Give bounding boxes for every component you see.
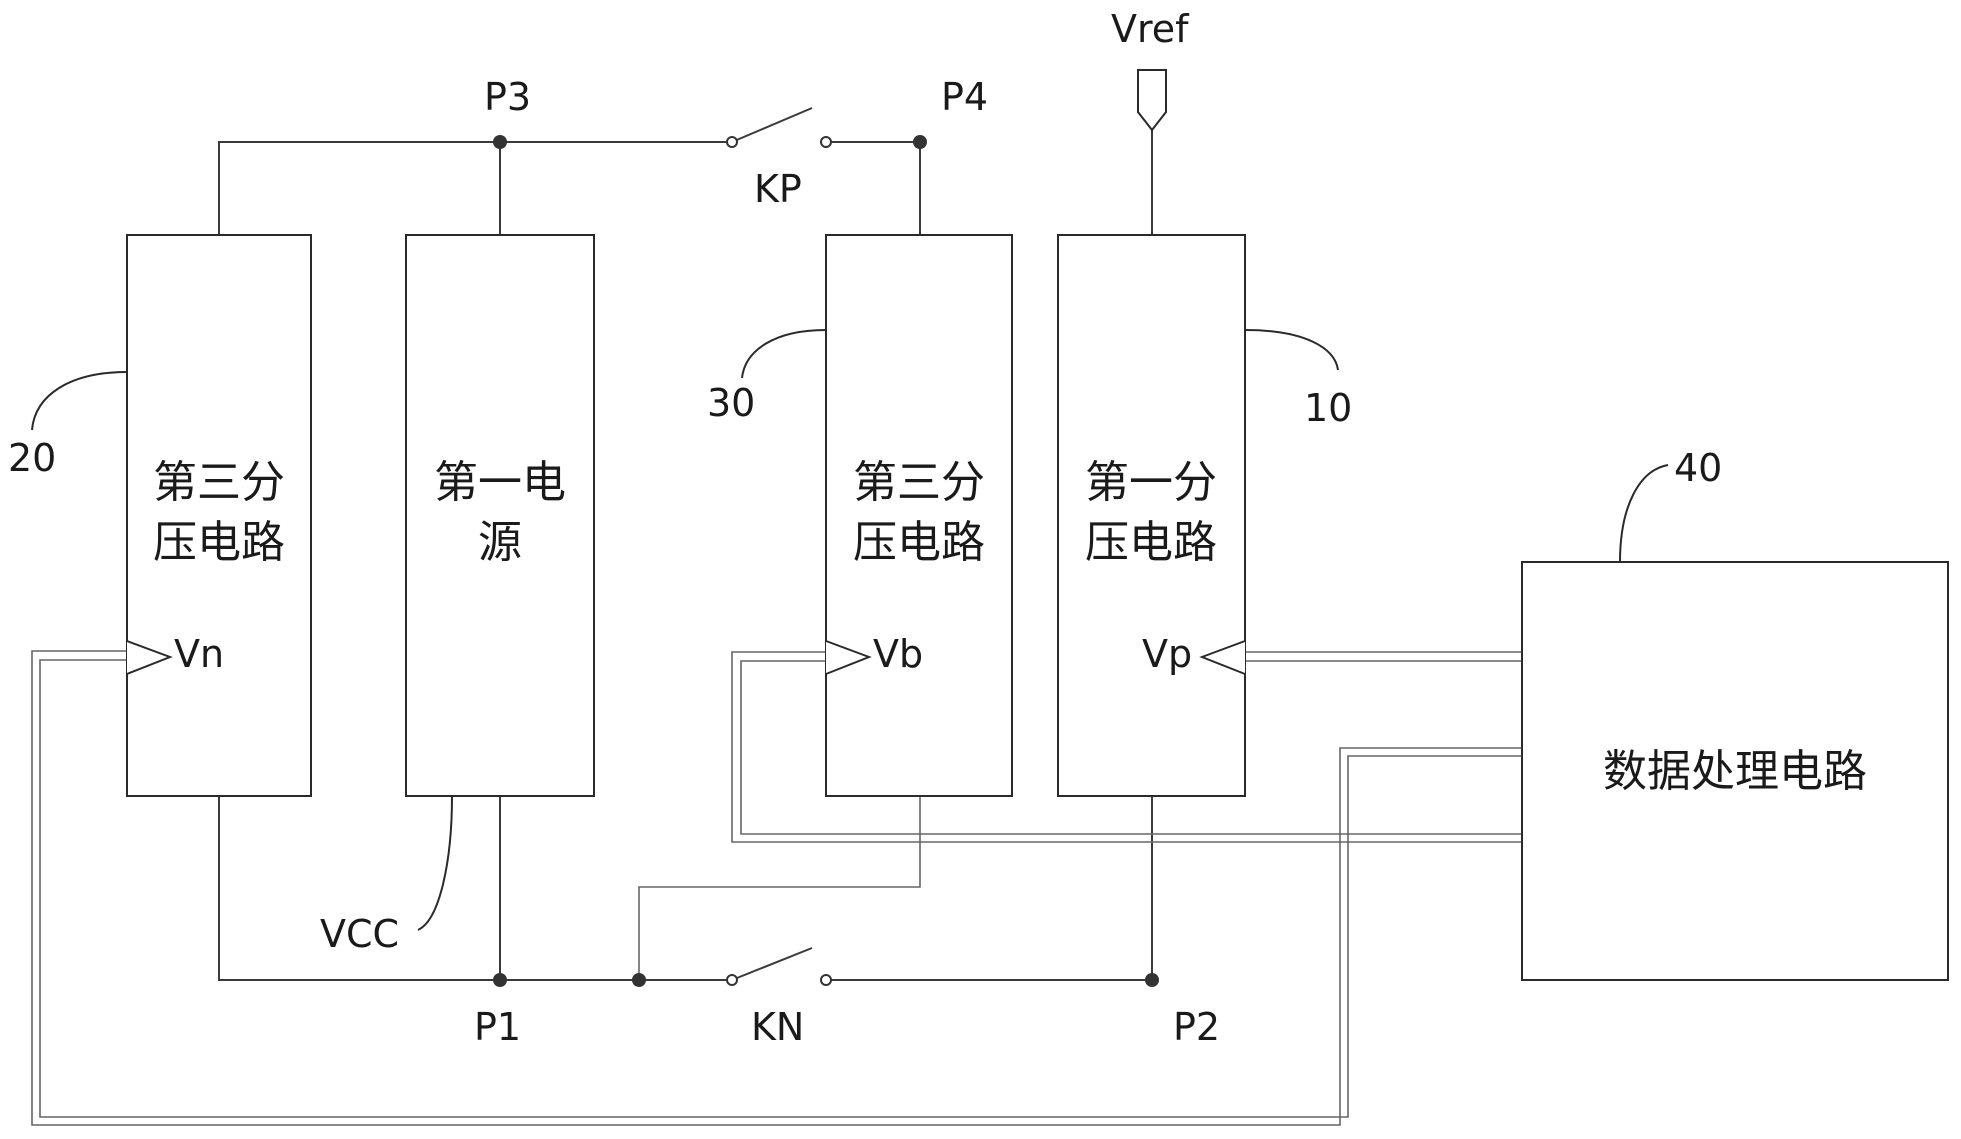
block-third-divider-mid [825,234,1013,797]
node-p3-dot [493,135,507,149]
label-vb: Vb [873,632,923,676]
wire-vb-feedback-outer [731,651,1522,843]
ref-10: 10 [1304,386,1352,430]
wire-kp-to-p4 [826,141,921,235]
switch-kp-contact-right [820,136,832,148]
node-p1-dot [493,973,507,987]
ref-vcc: VCC [320,912,399,956]
ref-30: 30 [707,381,755,425]
switch-kn-contact-left [726,974,738,986]
block-third-divider-mid-line2: 压电路 [853,517,985,568]
wire-vb-feedback-inner [740,660,1522,835]
label-kp: KP [754,167,802,211]
block-third-divider-left-line2: 压电路 [153,517,285,568]
block-first-divider-line2: 压电路 [1085,517,1217,568]
wire-vn-feedback-inner [39,659,1522,1118]
block-third-divider-left [126,234,312,797]
label-kn: KN [751,1005,804,1049]
vref-connector-icon [1137,69,1167,132]
block-first-divider [1057,234,1246,797]
switch-kp-contact-left [726,136,738,148]
ref-40: 40 [1674,446,1722,490]
switch-kn-blade [731,947,813,981]
block-first-power-line2: 源 [478,517,522,568]
block-third-divider-mid-line1: 第三分 [853,457,985,508]
wire-top-left [218,141,732,235]
wire-kn-to-p2 [826,796,1153,981]
block-data-processing-label: 数据处理电路 [1603,746,1867,797]
label-p1: P1 [474,1005,521,1049]
label-p2: P2 [1173,1005,1220,1049]
block-first-power-line1: 第一电 [434,457,566,508]
leader-20 [31,371,128,431]
node-junction-dot [632,973,646,987]
label-vref: Vref [1111,7,1190,51]
leader-10 [1244,329,1339,371]
wire-bottom-left [218,796,732,981]
switch-kp-blade [731,107,813,143]
leader-40 [1619,464,1669,563]
port-vp-icon [1199,640,1246,675]
block-first-power [405,234,595,797]
wire-div3-bottom-to-p1 [638,796,921,980]
ref-20: 20 [8,436,56,480]
port-vb-icon [825,640,872,675]
label-p3: P3 [484,75,531,119]
block-third-divider-left-line1: 第三分 [153,457,285,508]
switch-kn-contact-right [820,974,832,986]
label-vn: Vn [174,632,224,676]
leader-30 [741,329,827,379]
node-p4-dot [913,135,927,149]
node-p2-dot [1145,973,1159,987]
block-first-divider-line1: 第一分 [1085,457,1217,508]
wire-vn-feedback-outer [31,650,1522,1126]
label-vp: Vp [1142,632,1192,676]
port-vn-icon [126,640,173,675]
label-p4: P4 [941,75,988,119]
block-data-processing [1521,561,1949,981]
leader-vcc [417,795,453,931]
